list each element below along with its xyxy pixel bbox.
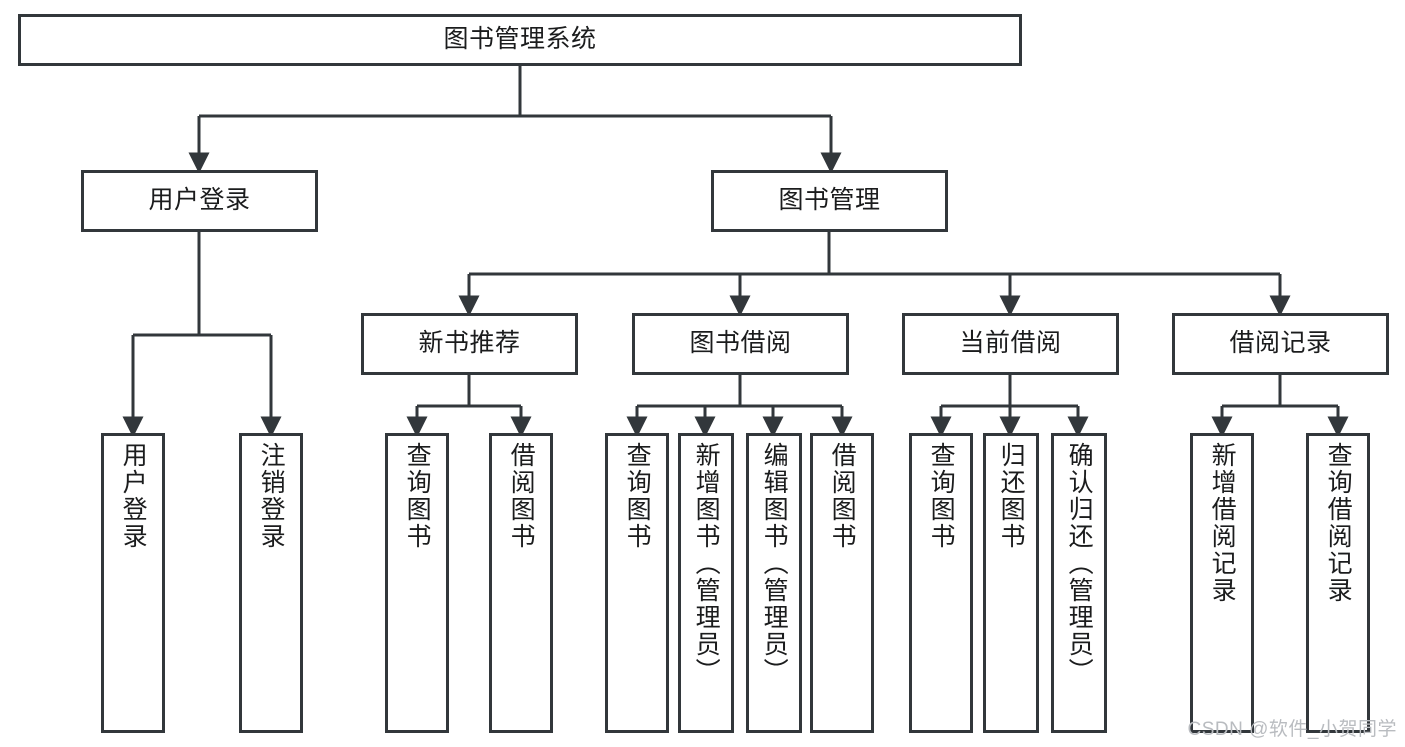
node-leaf-confirm-return[interactable]: 确认归还（管理员） — [1051, 433, 1107, 733]
node-leaf-user-login[interactable]: 用户登录 — [101, 433, 165, 733]
node-root-label: 图书管理系统 — [443, 25, 597, 54]
node-book-management[interactable]: 图书管理 — [711, 170, 948, 232]
node-book-borrow-label: 图书借阅 — [689, 329, 792, 358]
node-leaf-query-record-label: 查询借阅记录 — [1324, 442, 1353, 604]
node-leaf-confirm-return-label: 确认归还（管理员） — [1065, 442, 1094, 685]
node-leaf-query-book-1[interactable]: 查询图书 — [385, 433, 449, 733]
node-leaf-add-book[interactable]: 新增图书（管理员） — [678, 433, 734, 733]
node-new-book-recommend-label: 新书推荐 — [418, 329, 521, 358]
node-leaf-query-book-3-label: 查询图书 — [927, 442, 956, 550]
node-leaf-query-book-1-label: 查询图书 — [403, 442, 432, 550]
node-leaf-add-record[interactable]: 新增借阅记录 — [1190, 433, 1254, 733]
node-current-borrow-label: 当前借阅 — [959, 329, 1062, 358]
node-leaf-return-book-label: 归还图书 — [997, 442, 1026, 550]
node-leaf-query-book-2[interactable]: 查询图书 — [605, 433, 669, 733]
node-leaf-borrow-book-1[interactable]: 借阅图书 — [489, 433, 553, 733]
node-user-login-label: 用户登录 — [148, 186, 251, 215]
node-root[interactable]: 图书管理系统 — [18, 14, 1022, 66]
node-leaf-query-book-3[interactable]: 查询图书 — [909, 433, 973, 733]
node-leaf-add-book-label: 新增图书（管理员） — [692, 442, 721, 685]
node-new-book-recommend[interactable]: 新书推荐 — [361, 313, 578, 375]
node-user-login[interactable]: 用户登录 — [81, 170, 318, 232]
node-leaf-borrow-book-1-label: 借阅图书 — [507, 442, 536, 550]
node-book-borrow[interactable]: 图书借阅 — [632, 313, 849, 375]
node-leaf-return-book[interactable]: 归还图书 — [983, 433, 1039, 733]
node-leaf-borrow-book-2-label: 借阅图书 — [828, 442, 857, 550]
node-book-management-label: 图书管理 — [778, 186, 881, 215]
node-leaf-logout-login[interactable]: 注销登录 — [239, 433, 303, 733]
node-leaf-user-login-label: 用户登录 — [119, 442, 148, 550]
node-leaf-logout-login-label: 注销登录 — [257, 442, 286, 550]
node-borrow-record-label: 借阅记录 — [1229, 329, 1332, 358]
node-leaf-add-record-label: 新增借阅记录 — [1208, 442, 1237, 604]
node-current-borrow[interactable]: 当前借阅 — [902, 313, 1119, 375]
node-borrow-record[interactable]: 借阅记录 — [1172, 313, 1389, 375]
node-leaf-borrow-book-2[interactable]: 借阅图书 — [810, 433, 874, 733]
node-leaf-edit-book[interactable]: 编辑图书（管理员） — [746, 433, 802, 733]
node-leaf-query-book-2-label: 查询图书 — [623, 442, 652, 550]
node-leaf-query-record[interactable]: 查询借阅记录 — [1306, 433, 1370, 733]
node-leaf-edit-book-label: 编辑图书（管理员） — [760, 442, 789, 685]
watermark: CSDN @软件_小贺同学 — [1187, 719, 1397, 740]
